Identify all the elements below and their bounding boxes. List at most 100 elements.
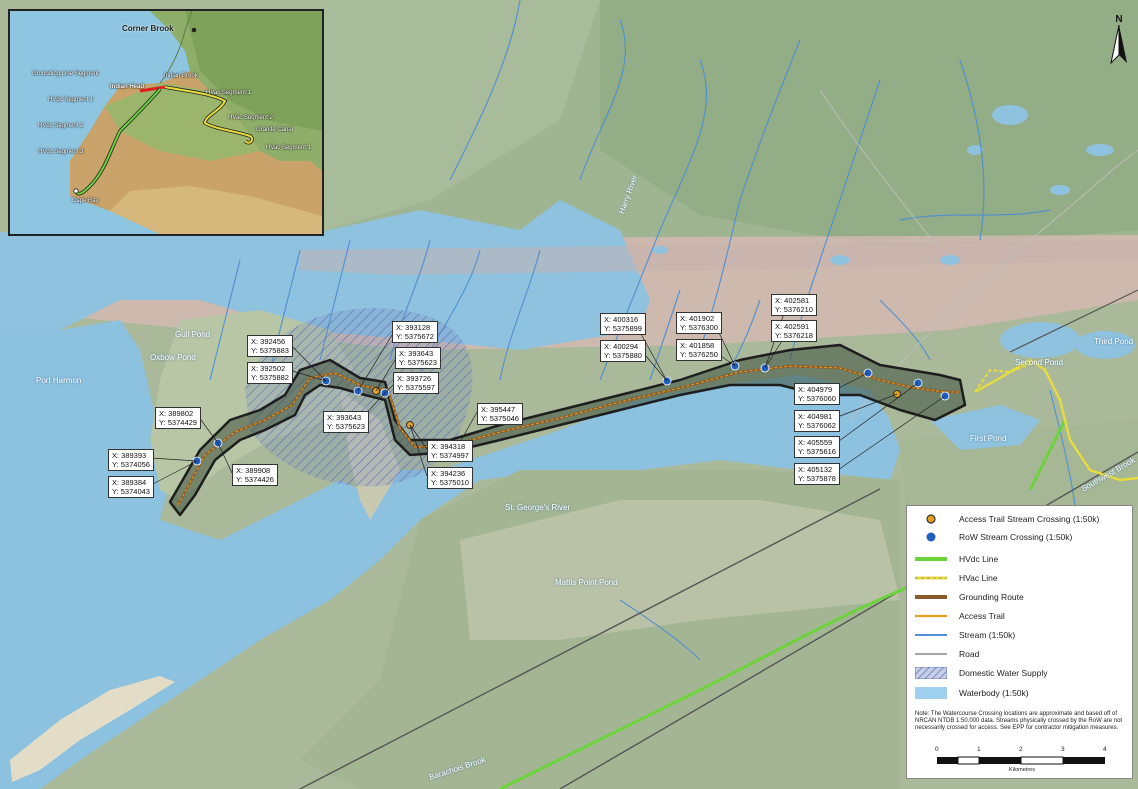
callout-x: X: 405559 [798, 438, 833, 447]
hvac-line-symbol [915, 576, 947, 580]
callout-y: Y: 5376062 [798, 421, 836, 430]
legend-label: HVac Line [959, 573, 998, 583]
legend-label: RoW Stream Crossing (1:50k) [959, 532, 1073, 542]
legend-item-hvac: HVac Line [915, 571, 998, 585]
scale-tick: 4 [1103, 746, 1107, 753]
callout-x: X: 400294 [604, 342, 639, 351]
waterbody-symbol [915, 687, 947, 699]
legend-item-grounding: Grounding Route [915, 590, 1024, 604]
legend-item-hvdc: HVdc Line [915, 552, 998, 566]
callout-y: Y: 5375883 [251, 346, 289, 355]
callout-x: X: 394318 [431, 442, 466, 451]
callout-x: X: 395447 [481, 405, 516, 414]
callout-y: Y: 5375597 [397, 383, 435, 392]
callout-y: Y: 5375878 [798, 474, 836, 483]
callout-x: X: 400316 [604, 315, 639, 324]
legend-note: Note: The Watercourse Crossing locations… [915, 711, 1123, 731]
grounding-route-symbol [915, 595, 947, 599]
scale-tick: 0 [935, 746, 939, 753]
callout-x: X: 392456 [251, 337, 286, 346]
legend-item-stream: Stream (1:50k) [915, 628, 1015, 642]
callout-y: Y: 5374056 [112, 460, 150, 469]
inset-label-indian-brook: Indian Brook [164, 73, 198, 79]
callout-x: X: 401858 [680, 341, 715, 350]
callout-x: X: 394236 [431, 469, 466, 478]
scale-bar: 0 1 2 3 4 Kilometres [935, 746, 1107, 774]
legend-item-road: Road [915, 647, 979, 661]
callout-y: Y: 5374429 [159, 418, 197, 427]
callout-x: X: 389393 [112, 451, 147, 460]
north-arrow: N [1110, 14, 1128, 74]
label-mattis-point-pond: Mattis Point Pond [555, 578, 618, 587]
inset-label-hvdc-segment-2: HVdc Segment 2 [38, 123, 84, 129]
callout-y: Y: 5375623 [399, 358, 437, 367]
label-port-harmon: Port Harmon [36, 376, 82, 385]
legend-item-access-crossing: Access Trail Stream Crossing (1:50k) [915, 512, 1099, 526]
callout-x: X: 393643 [327, 413, 362, 422]
callout-y: Y: 5375880 [604, 351, 642, 360]
inset-overview-map: Corner Brook Grounding Line Segment Indi… [8, 9, 324, 236]
inset-label-hvac-segment-1-top: HVac Segment 1 [206, 90, 251, 96]
label-second-pond: Second Pond [1015, 358, 1064, 367]
callout-x: X: 389802 [159, 409, 194, 418]
callout-y: Y: 5375672 [396, 332, 434, 341]
map-legend: Access Trail Stream Crossing (1:50k) RoW… [906, 505, 1133, 779]
inset-label-indian-head: Indian Head [110, 84, 145, 90]
legend-label: Waterbody (1:50k) [959, 688, 1029, 698]
access-crossing-symbol [926, 514, 936, 524]
legend-label: Domestic Water Supply [959, 668, 1048, 678]
inset-basemap [10, 11, 322, 234]
callout-x: X: 393726 [397, 374, 432, 383]
legend-label: Access Trail Stream Crossing (1:50k) [959, 514, 1100, 524]
callout-x: X: 392502 [251, 364, 286, 373]
hvdc-line-symbol [915, 557, 947, 561]
label-first-pond: First Pond [970, 434, 1007, 443]
legend-label: Stream (1:50k) [959, 630, 1016, 640]
label-third-pond: Third Pond [1094, 337, 1134, 346]
callout-y: Y: 5376300 [680, 323, 718, 332]
callout-x: X: 389908 [236, 466, 271, 475]
scale-bar-graphic [937, 756, 1105, 765]
access-trail-symbol [915, 614, 947, 618]
scale-tick: 1 [977, 746, 981, 753]
callout-y: Y: 5376218 [775, 331, 813, 340]
callout-y: Y: 5376250 [680, 350, 718, 359]
callout-y: Y: 5375623 [327, 422, 365, 431]
callout-x: X: 405132 [798, 465, 833, 474]
callout-x: X: 393643 [399, 349, 434, 358]
stream-symbol [915, 634, 947, 636]
callout-x: X: 393128 [396, 323, 431, 332]
inset-label-hvdc-segment-1: HVdc Segment 1 [48, 97, 94, 103]
callout-x: X: 401902 [680, 314, 715, 323]
north-arrow-icon [1110, 24, 1127, 65]
legend-item-domestic-water: Domestic Water Supply [915, 666, 1048, 680]
inset-label-granite-canal: Granite Canal [256, 127, 294, 133]
scale-unit: Kilometres [1009, 767, 1035, 773]
inset-label-hvac-segment-1-bottom: HVac Segment 1 [266, 145, 311, 151]
